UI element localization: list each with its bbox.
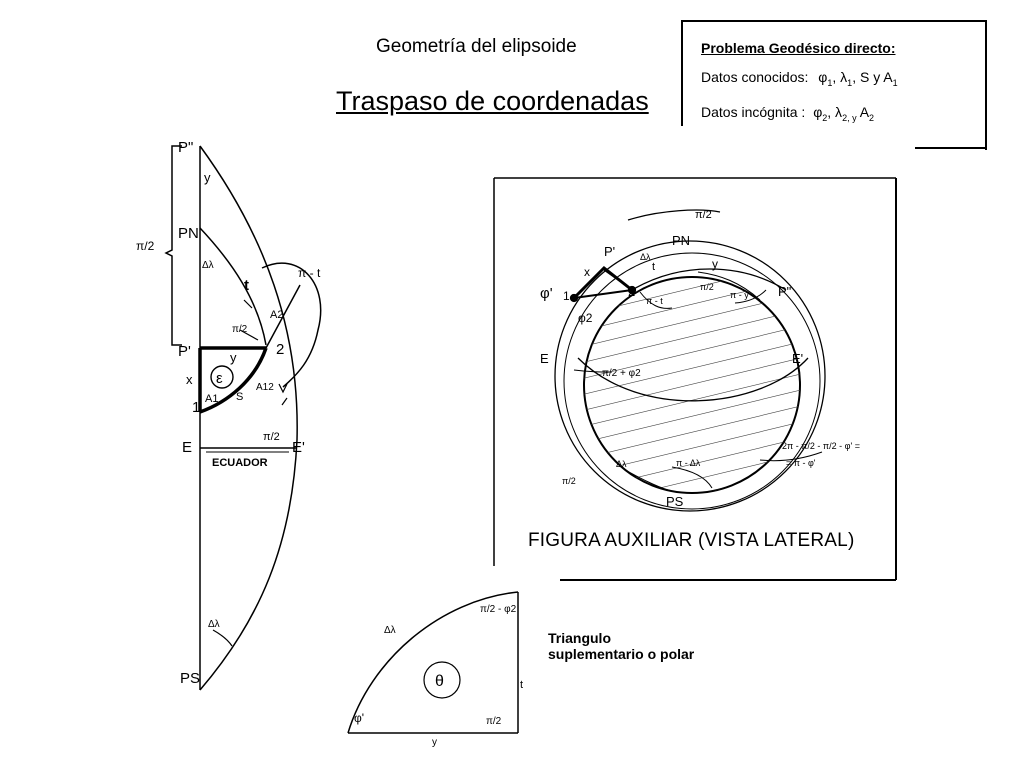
polar-label-pi2: π/2 [486, 716, 502, 727]
pi2-brace [164, 145, 182, 346]
known-values: φ1, λ1, S y A1 [818, 69, 898, 88]
aux-label-e: E [540, 351, 549, 366]
label-delta-lambda-bottom: Δλ [208, 619, 220, 630]
polar-arc-side [347, 591, 519, 734]
equator-ellipse [577, 357, 809, 402]
aux-label-delta-lambda-bottom: Δλ [616, 459, 627, 469]
page-title: Traspaso de coordenadas [336, 86, 649, 116]
label-a1: A1 [205, 393, 218, 405]
unknown-data-line: Datos incógnita : φ2, λ2, y A2 [701, 104, 874, 123]
label-s: S [236, 391, 243, 403]
aux-label-pi-minus-y: π - y [730, 290, 749, 300]
label-brace-pi2: π/2 [136, 239, 155, 253]
point-1-dot [569, 293, 579, 303]
aux-label-point-1: 1 [563, 289, 570, 303]
polar-label-y: y [432, 737, 437, 748]
label-delta-lambda: Δλ [202, 260, 214, 271]
aux-path-thick [572, 265, 633, 300]
aux-label-formula-line2: = π - φ' [786, 458, 816, 468]
aux-label-t: t [652, 261, 655, 273]
upper-arc [631, 268, 787, 291]
known-label: Datos conocidos: [701, 69, 809, 85]
polar-label-theta: θ [435, 673, 444, 690]
polar-triangle-labels: Δλ π/2 - φ2 θ t φ' π/2 y [354, 604, 523, 748]
polar-label-t: t [520, 679, 523, 691]
outer-meridian-arc [199, 145, 298, 691]
label-ps: PS [180, 670, 200, 687]
polar-caption-line2: suplementario o polar [548, 646, 695, 662]
aux-label-x: x [584, 265, 590, 279]
label-p-double-prime: P" [178, 139, 193, 156]
aux-label-phi-prime: φ' [540, 285, 553, 302]
outer-circle [554, 240, 826, 512]
polar-label-pi2-minus-phi2: π/2 - φ2 [480, 604, 517, 615]
aux-label-pi2-plus-phi2: π/2 + φ2 [602, 368, 641, 379]
unknown-values: φ2, λ2, y A2 [813, 104, 875, 123]
triangle-s-side [199, 347, 268, 414]
inner-circle [583, 276, 801, 494]
label-y-mid: y [230, 350, 237, 365]
aux-label-pi2-inner: π/2 [700, 282, 714, 292]
label-a12: A12 [256, 382, 274, 393]
label-e: E [182, 439, 192, 456]
label-pi2-equator: π/2 [263, 431, 280, 443]
aux-spherical-figure [554, 209, 826, 512]
label-point-2: 2 [276, 341, 284, 358]
aux-label-pi-minus-delta-lambda: π - Δλ [676, 458, 701, 468]
aux-label-p-prime: P' [604, 244, 615, 259]
aux-label-formula-line1: 2π - π/2 - π/2 - φ' = [782, 441, 860, 451]
pi-minus-t-arc [261, 262, 322, 388]
label-point-1: 1 [192, 399, 200, 416]
polar-triangle-caption: Triangulo suplementario o polar [548, 630, 694, 662]
polar-caption-line1: Triangulo [548, 630, 611, 646]
aux-label-pi2-bottom: π/2 [562, 476, 576, 486]
info-box: Problema Geodésico directo: Datos conoci… [681, 20, 987, 150]
label-p-prime: P' [178, 343, 191, 360]
polar-label-phi-prime: φ' [354, 711, 364, 725]
point-2-dot [627, 285, 637, 295]
subtitle: Geometría del elipsoide [376, 36, 577, 57]
aux-label-phi2: φ2 [578, 311, 593, 325]
second-circle [563, 252, 821, 510]
info-heading: Problema Geodésico directo: [701, 40, 896, 56]
aux-figure-frame [493, 177, 897, 581]
aux-label-y: y [712, 257, 718, 271]
aux-figure-caption: FIGURA AUXILIAR (VISTA LATERAL) [528, 530, 855, 551]
label-pn: PN [178, 225, 199, 242]
left-spherical-figure [164, 145, 322, 691]
theta-circle [423, 661, 461, 699]
aux-label-pi2-top: π/2 [695, 209, 712, 221]
label-pi-minus-t: π - t [298, 266, 321, 280]
known-data-line: Datos conocidos: φ1, λ1, S y A1 [701, 69, 898, 88]
label-t: t [244, 277, 249, 294]
pn-arc [199, 227, 267, 346]
label-x: x [186, 372, 193, 387]
aux-label-p-double-prime: P" [778, 284, 792, 299]
aux-label-point-2: 2 [628, 284, 635, 299]
label-pi2-angle: π/2 [232, 324, 248, 335]
aux-label-ps: PS [666, 494, 684, 509]
polar-label-delta-lambda: Δλ [384, 625, 396, 636]
unknown-label: Datos incógnita : [701, 104, 806, 120]
aux-label-pn: PN [672, 233, 690, 248]
label-epsilon: ε [216, 370, 223, 387]
polar-triangle-figure [347, 591, 519, 734]
aux-label-pi-minus-t: π - t [646, 296, 663, 306]
label-a2: A2 [270, 309, 283, 321]
label-e-prime: E' [292, 439, 305, 456]
aux-label-e-prime: E' [792, 351, 803, 366]
label-y-top: y [204, 170, 211, 185]
left-figure-labels: P" PN P' E E' PS ECUADOR π/2 y Δλ t π - … [136, 139, 321, 687]
label-ecuador: ECUADOR [212, 457, 268, 469]
aux-label-delta-lambda: Δλ [640, 252, 651, 262]
epsilon-circle [210, 365, 234, 389]
aux-figure-labels: π/2 P' PN φ' x y t Δλ 1 2 π - t π/2 π - … [540, 209, 860, 509]
